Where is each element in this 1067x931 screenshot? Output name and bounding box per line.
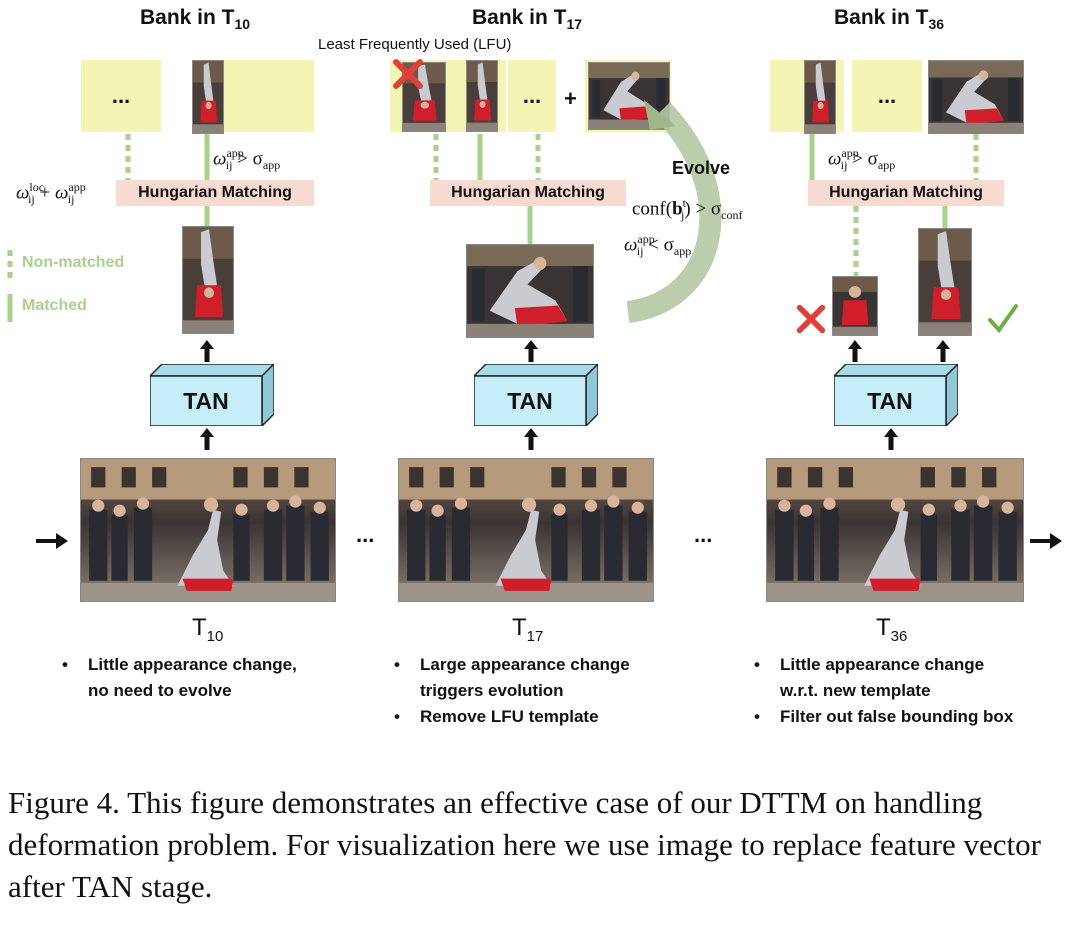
hungarian-matching-box-t17: Hungarian Matching xyxy=(430,180,626,206)
tan-box-t10: TAN xyxy=(150,364,274,426)
notes-t10: Little appearance change, no need to evo… xyxy=(54,652,297,704)
lfu-label: Least Frequently Used (LFU) xyxy=(318,36,512,53)
notes-t17: Large appearance change triggers evoluti… xyxy=(386,652,630,730)
bank-title-t36: Bank in T36 xyxy=(834,6,945,33)
hungarian-matching-box-t36: Hungarian Matching xyxy=(808,180,1004,206)
input-arrow-icon xyxy=(36,533,68,549)
app-threshold-formula-t36: ωappij > σapp xyxy=(828,146,896,173)
note-item-continuation: w.r.t. new template xyxy=(780,681,931,700)
note-item: Remove LFU template xyxy=(394,704,630,730)
figure-caption: Figure 4. This figure demonstrates an ef… xyxy=(8,785,1041,904)
up-arrow-icon xyxy=(936,340,950,362)
matching-lines xyxy=(125,100,979,323)
bank-title-t10: Bank in T10 xyxy=(140,6,251,33)
bank-t17-ellipsis-cell: ... xyxy=(508,60,556,132)
hungarian-matching-box-t10: Hungarian Matching xyxy=(116,180,314,206)
bank-title-t17: Bank in T17 xyxy=(472,6,583,33)
note-item: Filter out false bounding box xyxy=(754,704,1013,730)
output-arrow-icon xyxy=(1030,533,1062,549)
detection-t17-image xyxy=(466,244,594,338)
up-arrow-icon xyxy=(524,428,538,450)
matched-legend-line xyxy=(7,294,13,322)
frame-label-t17: T17 xyxy=(512,614,544,645)
detection-t36-true-image xyxy=(918,228,972,336)
detection-t10-image xyxy=(182,226,234,334)
frame-t17-image xyxy=(398,458,654,602)
up-arrow-icon xyxy=(200,428,214,450)
reject-cross-icon xyxy=(794,302,828,336)
matched-legend-label: Matched xyxy=(22,297,87,314)
up-arrow-icon xyxy=(884,428,898,450)
bank-t36-ellipsis-cell: ... xyxy=(852,60,922,132)
tan-box-t36: TAN xyxy=(834,364,958,426)
between-frames-ellipsis: ... xyxy=(356,522,375,547)
loc-app-formula: ωlocij + ωappij xyxy=(16,180,86,207)
plus-sign: + xyxy=(564,86,577,111)
app-threshold-formula-t10: ωappij > σapp xyxy=(213,146,281,173)
up-arrow-icon xyxy=(848,340,862,362)
evolve-arrow xyxy=(626,102,722,323)
between-frames-ellipsis: ... xyxy=(694,522,713,547)
bank-t10-ellipsis-cell: ... xyxy=(81,60,161,132)
bank-t17-removed-template-image xyxy=(402,62,446,132)
bank-t17-new-template-image xyxy=(588,62,670,130)
up-arrow-icon xyxy=(200,340,214,362)
bank-t10-template-image xyxy=(192,60,224,134)
up-arrow-icon xyxy=(524,340,538,362)
bank-t17-template-image xyxy=(466,60,498,132)
note-item: Little appearance change xyxy=(754,652,1013,678)
bank-t36-template-image xyxy=(804,60,836,134)
note-item: Large appearance change xyxy=(394,652,630,678)
notes-t36: Little appearance change w.r.t. new temp… xyxy=(746,652,1013,730)
frame-label-t10: T10 xyxy=(192,614,224,645)
note-item-continuation: no need to evolve xyxy=(88,681,232,700)
conf-formula: conf(btj) > σconf xyxy=(632,196,743,223)
bank-t10-empty-cell xyxy=(224,60,314,132)
evolve-label: Evolve xyxy=(672,158,731,178)
app-lower-formula: ωappij < σapp xyxy=(624,232,692,259)
tan-label: TAN xyxy=(867,388,913,414)
detection-t36-false-image xyxy=(832,276,878,336)
non-matched-legend-line xyxy=(7,250,13,278)
frame-label-t36: T36 xyxy=(876,614,908,645)
accept-check-icon xyxy=(988,304,1018,334)
tan-box-t17: TAN xyxy=(474,364,598,426)
tan-label: TAN xyxy=(183,388,229,414)
bank-t36-new-template-image xyxy=(928,60,1024,134)
note-item-continuation: triggers evolution xyxy=(420,681,564,700)
note-item: Little appearance change, xyxy=(62,652,297,678)
frame-t10-image xyxy=(80,458,336,602)
non-matched-legend-label: Non-matched xyxy=(22,254,125,271)
tan-label: TAN xyxy=(507,388,553,414)
frame-t36-image xyxy=(766,458,1024,602)
